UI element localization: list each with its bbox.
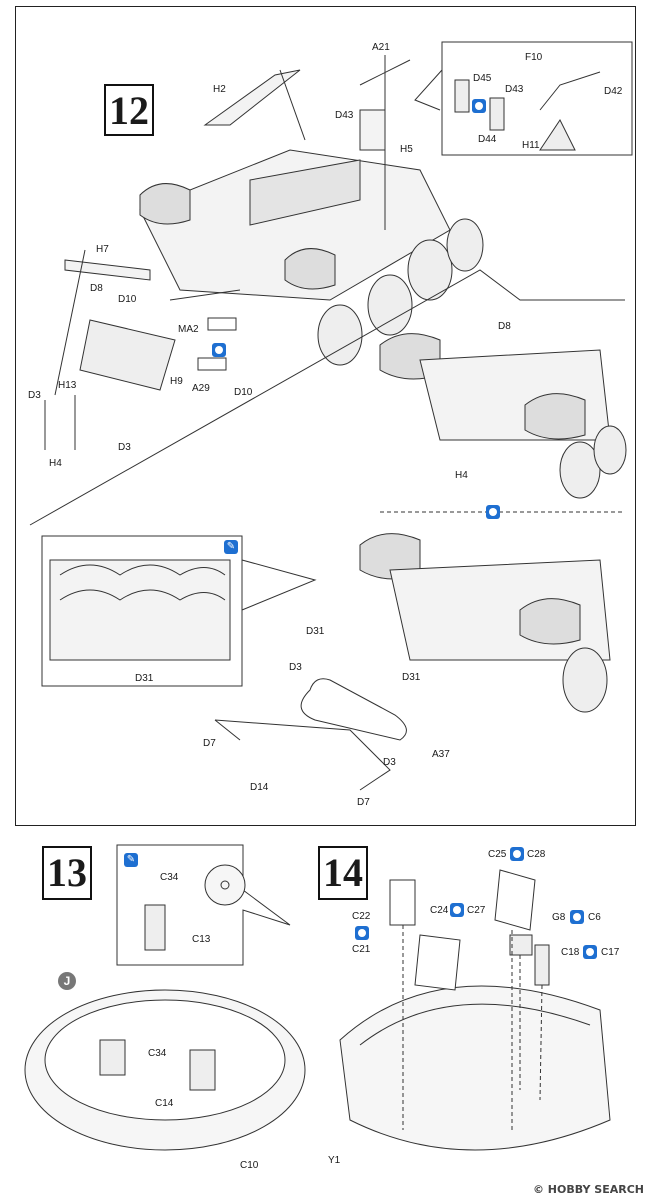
part-label: D43 [335,110,354,121]
part-label: C10 [240,1160,259,1171]
step-number-13: 13 [42,846,92,900]
step-number-12: 12 [104,84,154,136]
part-label: D43 [505,84,524,95]
part-label: H5 [400,144,413,155]
part-label: D3 [118,442,131,453]
part-label: H9 [170,376,183,387]
part-label: A29 [192,383,210,394]
option-icon [583,945,597,959]
part-label: Y1 [328,1155,341,1166]
part-label: C24 [430,905,449,916]
part-label: MA2 [178,324,199,335]
part-label: H7 [96,244,109,255]
part-label: D8 [90,283,103,294]
part-label: H13 [58,380,77,391]
watermark: © HOBBY SEARCH [532,1183,644,1196]
part-label: D42 [604,86,623,97]
part-label: C17 [601,947,620,958]
part-label: A21 [372,42,390,53]
part-label: C13 [192,934,211,945]
part-label: D8 [498,321,511,332]
option-icon [510,847,524,861]
sub-assembly-j-icon: J [58,972,76,990]
part-label: C34 [148,1048,167,1059]
part-label: C27 [467,905,486,916]
part-label: D44 [478,134,497,145]
part-label: C28 [527,849,546,860]
part-label: D14 [250,782,269,793]
part-label: C21 [352,944,371,955]
part-label: D31 [402,672,421,683]
option-icon [212,343,226,357]
part-label: D31 [306,626,325,637]
option-icon [355,926,369,940]
option-icon [450,903,464,917]
part-label: G8 [552,912,566,923]
step-number-14: 14 [318,846,368,900]
part-label: D3 [383,757,396,768]
part-label: H2 [213,84,226,95]
cement-brush-icon: ✎ [224,540,238,554]
part-label: C6 [588,912,601,923]
option-icon [486,505,500,519]
part-label: H4 [455,470,468,481]
part-label: H4 [49,458,62,469]
part-label: D31 [135,673,154,684]
part-label: C25 [488,849,507,860]
part-label: D10 [234,387,253,398]
cement-brush-icon: ✎ [124,853,138,867]
part-label: D7 [203,738,216,749]
part-label: D10 [118,294,137,305]
part-label: D45 [473,73,492,84]
part-label: C22 [352,911,371,922]
part-label: H11 [522,140,540,151]
part-label: A37 [432,749,450,760]
part-label: D3 [289,662,302,673]
step12-panel [15,6,636,826]
option-icon [472,99,486,113]
part-label: F10 [525,52,543,63]
part-label: C14 [155,1098,174,1109]
part-label: D7 [357,797,370,808]
part-label: C18 [561,947,580,958]
part-label: C34 [160,872,179,883]
option-icon [570,910,584,924]
part-label: D3 [28,390,41,401]
